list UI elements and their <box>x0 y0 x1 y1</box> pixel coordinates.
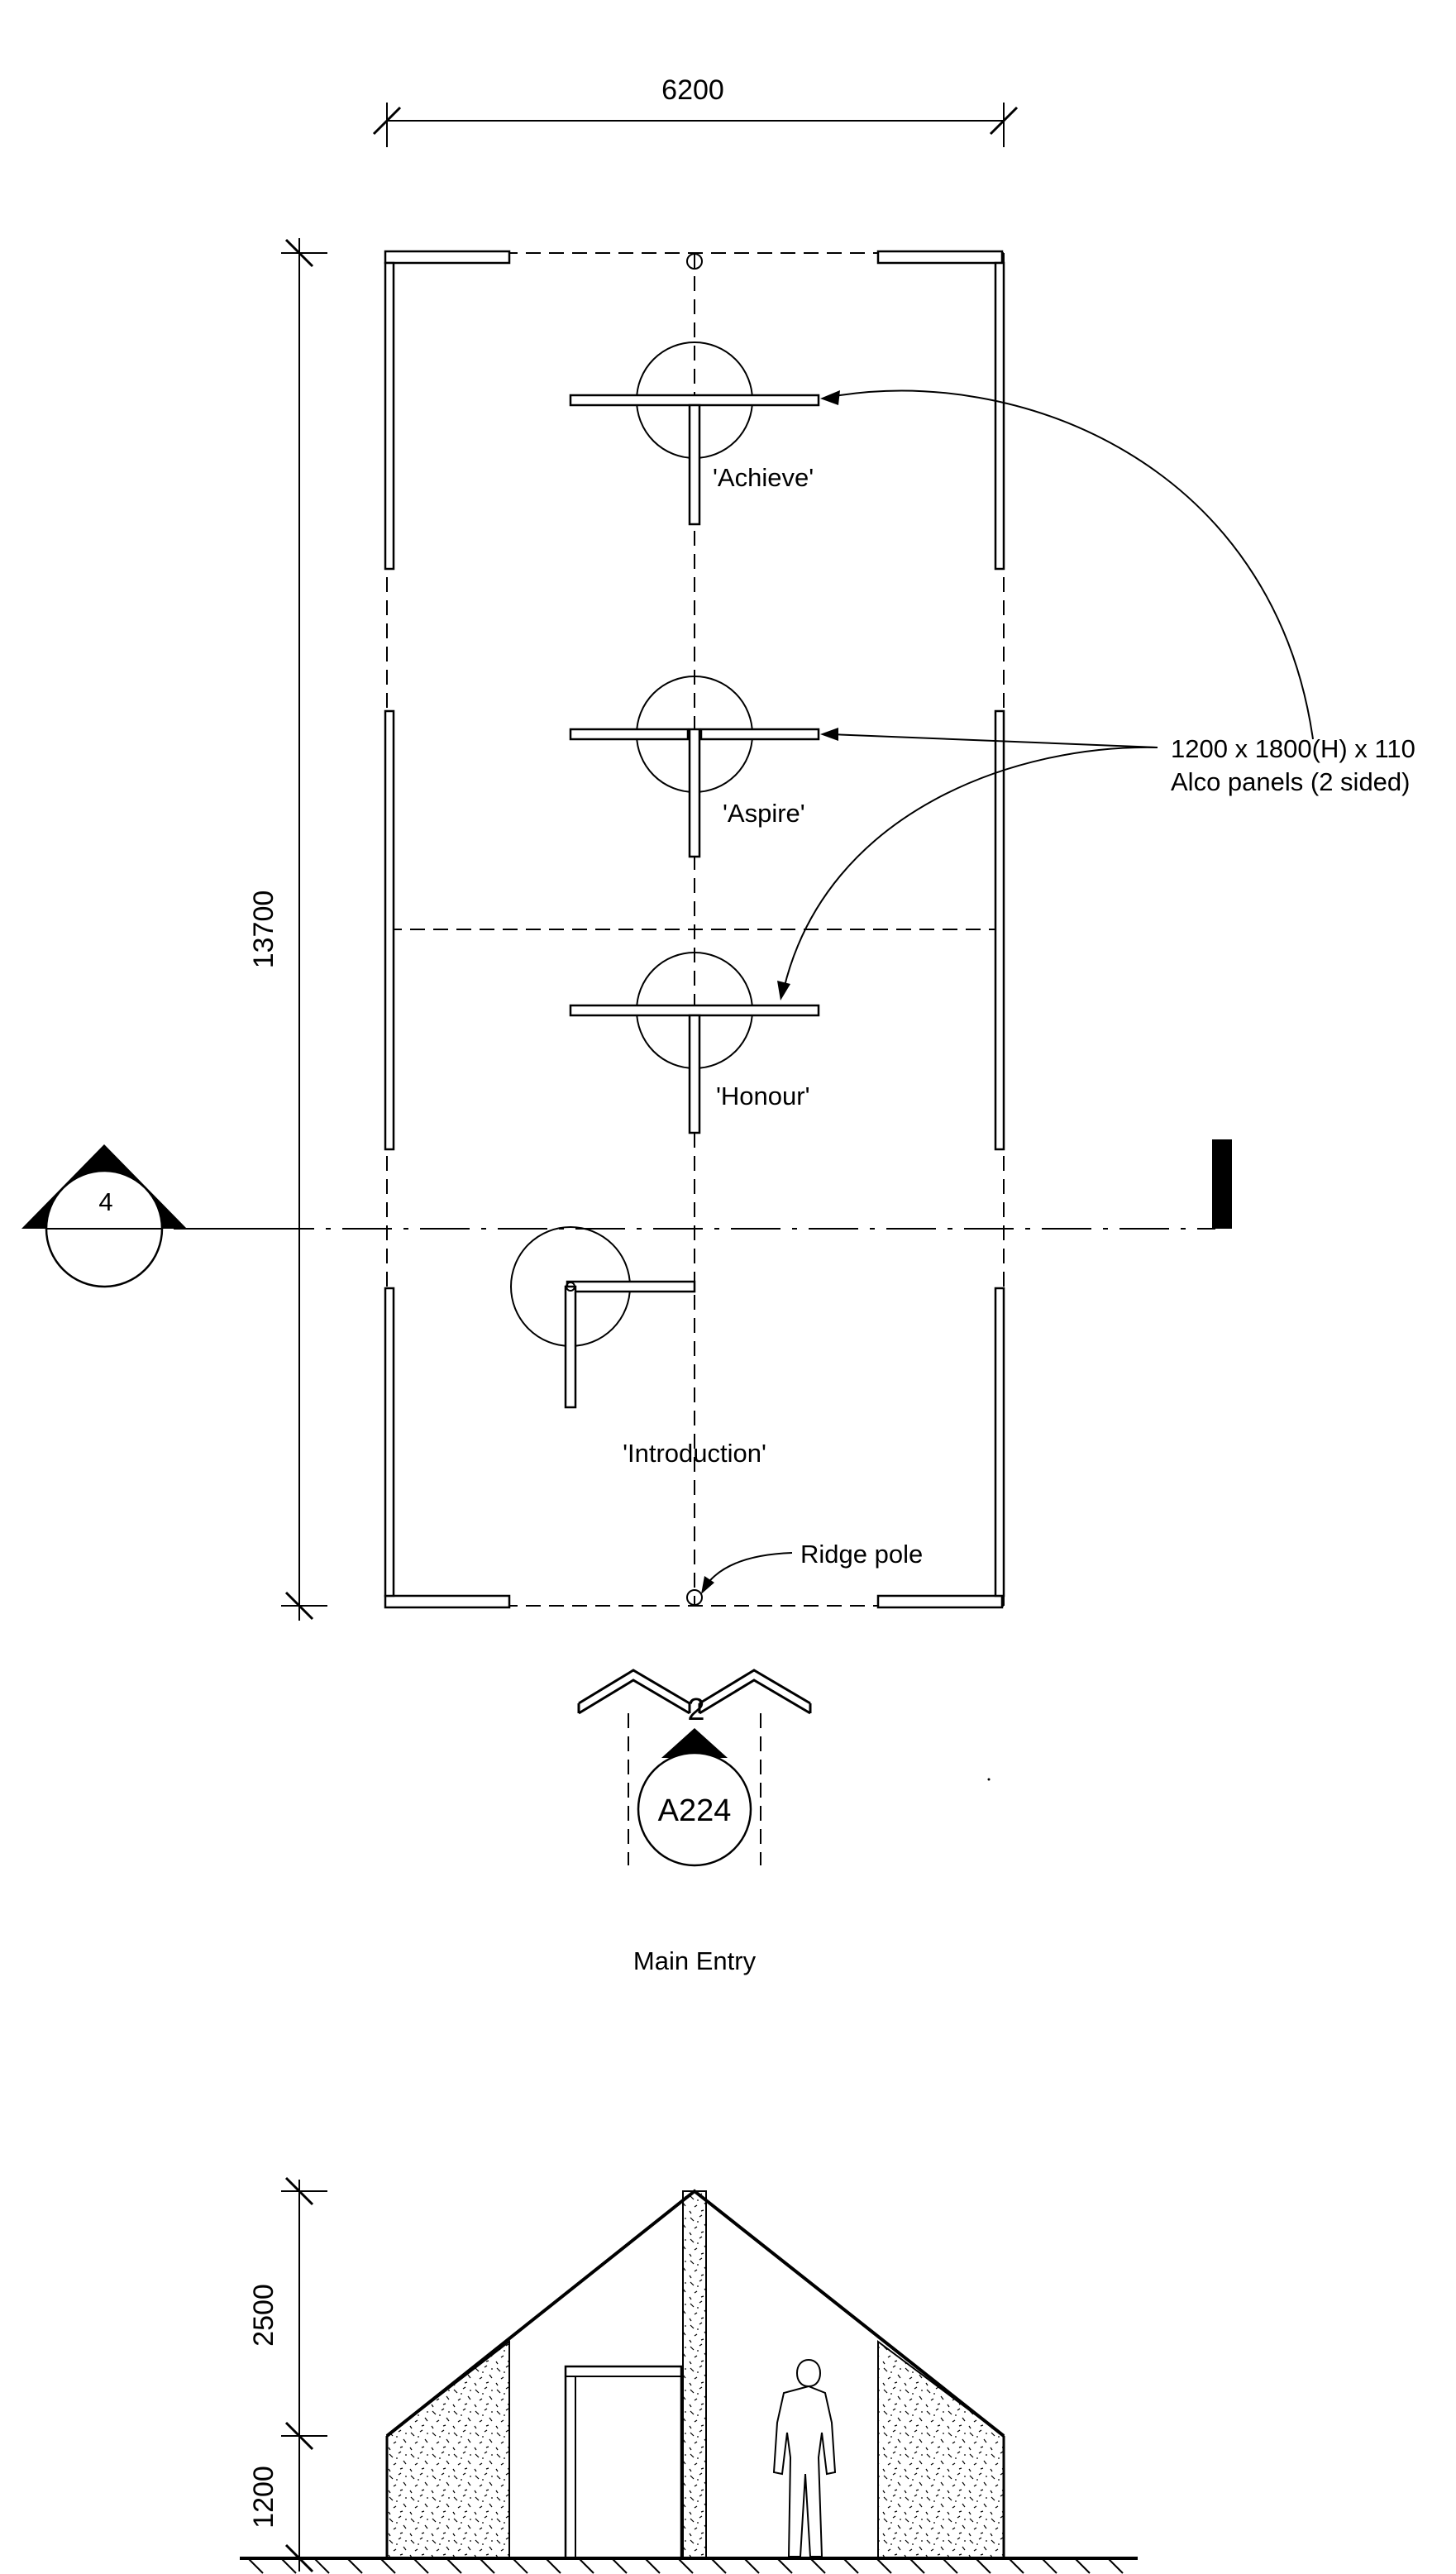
elevation-sheet-ref: A224 <box>658 1793 732 1828</box>
station-label-aspire: 'Aspire' <box>723 799 805 828</box>
station-achieve: 'Achieve' <box>569 341 820 526</box>
elevation-lower-dim: 1200 <box>248 2466 279 2529</box>
tent-plan-outline <box>384 250 1005 1609</box>
elevation-dimensions: 2500 1200 <box>248 2176 327 2573</box>
ridge-pole-label: Ridge pole <box>800 1540 923 1569</box>
station-label-achieve: 'Achieve' <box>713 463 814 492</box>
station-aspire: 'Aspire' <box>569 676 820 858</box>
length-dimension-text: 13700 <box>248 891 279 969</box>
station-honour: 'Honour' <box>569 952 820 1134</box>
person-figure <box>772 2358 837 2557</box>
elevation-number: 2 <box>687 1693 704 1727</box>
station-label-honour: 'Honour' <box>716 1082 810 1110</box>
front-elevation: 2500 1200 <box>240 2176 1138 2574</box>
station-introduction: 'Introduction' <box>510 1226 766 1468</box>
panel-note: 1200 x 1800(H) x 110 Alco panels (2 side… <box>777 389 1415 1000</box>
elevation-upper-dim: 2500 <box>248 2284 279 2347</box>
width-dimension-text: 6200 <box>661 74 724 106</box>
length-dimension: 13700 <box>248 238 327 1621</box>
ridge-pole-note: Ridge pole <box>701 1540 923 1594</box>
panel-note-line2: Alco panels (2 sided) <box>1171 767 1411 796</box>
main-entry-label: Main Entry <box>633 1946 757 1975</box>
station-label-introduction: 'Introduction' <box>623 1439 766 1468</box>
panel-note-line1: 1200 x 1800(H) x 110 <box>1171 734 1415 763</box>
elevation-marker: 2 A224 <box>577 1669 991 1867</box>
section-marker-number: 4 <box>98 1187 112 1216</box>
ridge-pole-icon <box>686 1589 703 1606</box>
section-line-4: 4 <box>21 1139 1232 1288</box>
width-dimension: 6200 <box>372 74 1019 147</box>
